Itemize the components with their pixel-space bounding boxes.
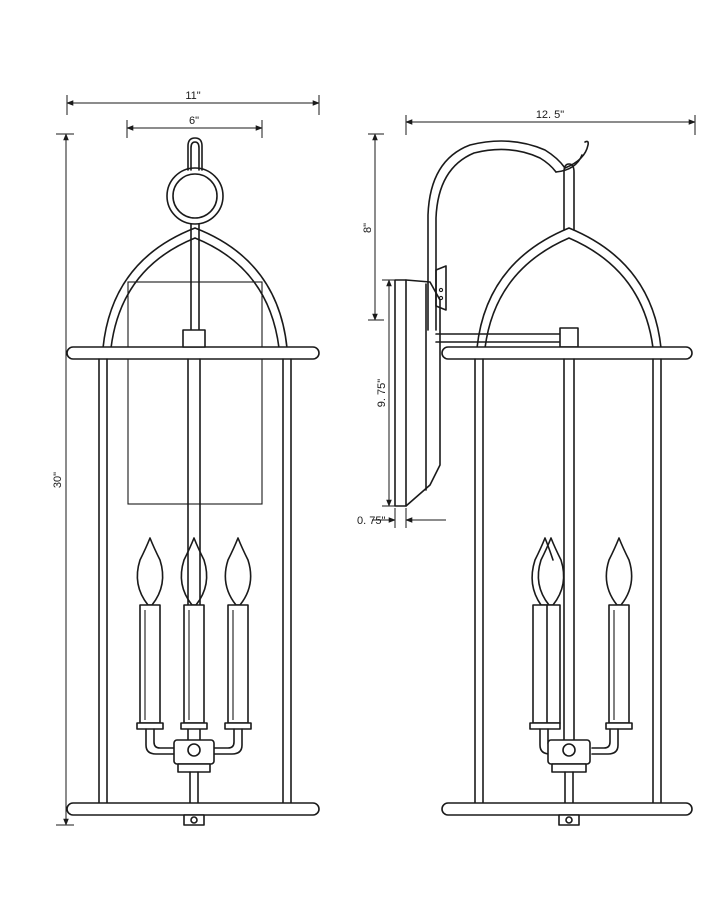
label-overall-height: 30" bbox=[52, 472, 64, 488]
side-top-band bbox=[441, 346, 693, 360]
front-top-band bbox=[66, 346, 320, 360]
front-candles bbox=[136, 537, 252, 730]
label-extension: 12. 5" bbox=[536, 109, 564, 121]
front-backplate bbox=[127, 281, 263, 505]
dim-extension: 12. 5" bbox=[405, 109, 696, 135]
side-bottom-band bbox=[441, 802, 693, 816]
dim-top-to-backplate: 8" bbox=[362, 133, 384, 321]
dim-body-width: 6" bbox=[126, 115, 263, 138]
label-body-width: 6" bbox=[189, 115, 199, 127]
side-candles bbox=[529, 537, 633, 730]
dim-overall-width: 11" bbox=[66, 90, 320, 115]
front-hanging-ring bbox=[166, 137, 224, 225]
dim-backplate-height: 9. 75" bbox=[376, 279, 398, 507]
front-view bbox=[66, 137, 320, 826]
side-arch bbox=[476, 227, 662, 349]
front-arch bbox=[102, 227, 288, 349]
front-bottom-band bbox=[66, 802, 320, 816]
label-backplate-depth: 0. 75" bbox=[357, 515, 385, 527]
side-backplate bbox=[394, 265, 447, 507]
side-posts bbox=[474, 358, 662, 804]
side-cluster bbox=[539, 728, 619, 804]
label-backplate-height: 9. 75" bbox=[376, 379, 388, 407]
dim-overall-height: 30" bbox=[52, 133, 74, 826]
front-side-posts bbox=[98, 358, 292, 804]
front-cluster bbox=[145, 728, 243, 804]
dim-backplate-depth: 0. 75" bbox=[357, 508, 446, 528]
label-top-to-backplate: 8" bbox=[362, 223, 374, 233]
side-view bbox=[394, 140, 693, 826]
label-overall-width: 11" bbox=[185, 90, 200, 102]
side-hook-arm bbox=[427, 140, 589, 343]
